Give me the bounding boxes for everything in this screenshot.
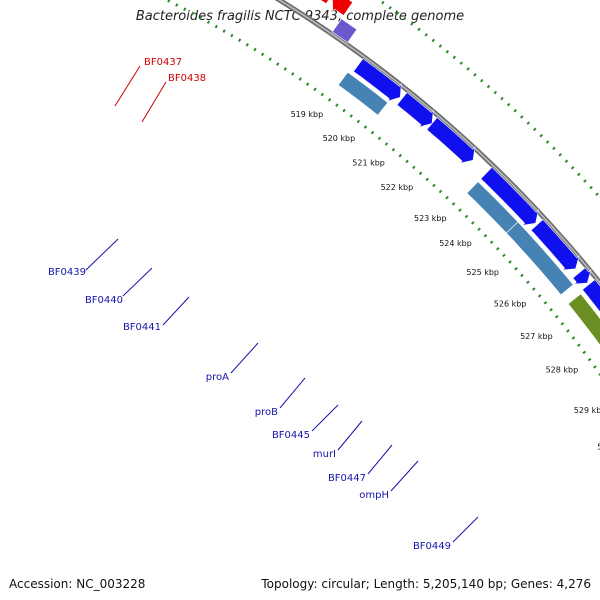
kbp-tick-label: 529 kbp (574, 406, 600, 415)
gene-leader-line (230, 342, 259, 374)
gene-feature[interactable] (303, 0, 335, 5)
gene-label[interactable]: BF0439 (48, 267, 86, 278)
gene-feature[interactable] (567, 293, 600, 348)
gene-label[interactable]: BF0449 (413, 541, 451, 552)
gene-label[interactable]: BF0437 (144, 57, 182, 68)
gene-label[interactable]: proA (206, 372, 229, 383)
gene-feature[interactable] (530, 219, 580, 271)
gene-feature[interactable] (396, 91, 434, 128)
gene-label[interactable]: BF0438 (168, 73, 206, 84)
kbp-tick-label: 525 kbp (466, 268, 499, 277)
gene-feature[interactable] (332, 0, 354, 16)
gene-leader-line (162, 296, 190, 326)
gene-leader-line (452, 516, 479, 543)
kbp-tick-label: 524 kbp (439, 239, 472, 248)
gene-label[interactable]: BF0441 (123, 322, 161, 333)
topology-summary: Topology: circular; Length: 5,205,140 bp… (261, 577, 591, 591)
kbp-tick-label: 522 kbp (381, 183, 414, 192)
gene-label[interactable]: BF0440 (85, 295, 123, 306)
gene-feature[interactable] (581, 279, 600, 328)
kbp-tick-label: 527 kbp (520, 332, 553, 341)
gene-leader-line (85, 238, 119, 271)
gene-label[interactable]: ompH (359, 490, 389, 501)
kbp-tick-label: 528 kbp (546, 365, 579, 374)
gene-feature[interactable] (331, 18, 358, 44)
kbp-tick-label: 519 kbp (291, 110, 324, 119)
gene-leader-line (141, 81, 167, 123)
gene-label[interactable]: murI (313, 449, 336, 460)
genome-backbone-highlight (277, 0, 600, 285)
gene-leader-line (390, 460, 419, 492)
accession-label: Accession: NC_003228 (9, 577, 146, 591)
gene-feature[interactable] (572, 267, 592, 285)
gene-leader-line (337, 420, 363, 451)
gene-feature[interactable] (337, 71, 389, 116)
kbp-tick-label: 526 kbp (494, 300, 527, 309)
kbp-tick-label: 530 kbp (597, 442, 600, 451)
gene-leader-line (279, 377, 306, 409)
gene-feature[interactable] (505, 221, 574, 296)
kbp-tick-label: 520 kbp (323, 134, 356, 143)
map-title: Bacteroides fragilis NCTC 9343, complete… (135, 9, 465, 24)
gene-label[interactable]: proB (255, 407, 278, 418)
gene-leader-line (311, 404, 339, 432)
gene-label[interactable]: BF0447 (328, 473, 366, 484)
gene-leader-line (367, 444, 393, 475)
kbp-tick-label: 523 kbp (414, 214, 447, 223)
kbp-tick-label: 521 kbp (352, 158, 385, 167)
gene-feature[interactable] (480, 166, 539, 226)
gene-feature[interactable] (426, 116, 476, 164)
gene-label[interactable]: BF0445 (272, 430, 310, 441)
gene-leader-line (122, 267, 153, 297)
gene-leader-line (114, 65, 141, 107)
gene-feature[interactable] (353, 58, 402, 102)
